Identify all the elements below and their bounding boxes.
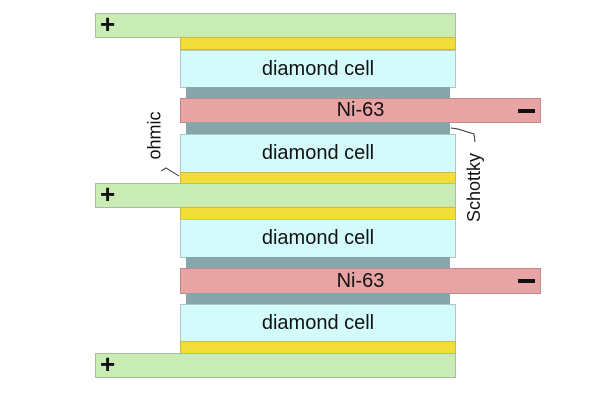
ohmic-label: ohmic [144, 111, 165, 160]
schottky-contact-layer [186, 87, 450, 99]
diamond-cell-4: diamond cell [180, 304, 456, 342]
minus-sign [518, 279, 535, 283]
plus-sign: + [100, 179, 116, 209]
ni63-source-1: Ni-63 [180, 98, 541, 123]
diamond-cell-2: diamond cell [180, 134, 456, 173]
minus-sign [518, 108, 535, 113]
diamond-cell-label: diamond cell [261, 57, 375, 80]
ohmic-contact-layer [180, 37, 456, 50]
positive-electrode-3: + [95, 349, 456, 379]
ohmic-leader-line [160, 167, 180, 177]
plus-sign: + [100, 349, 116, 379]
plus-sign: + [100, 9, 116, 39]
ni63-source-2: Ni-63 [180, 268, 541, 294]
schottky-contact-layer [186, 293, 450, 305]
schottky-contact-layer [186, 257, 450, 269]
schottky-contact-layer [186, 122, 450, 134]
positive-electrode-1: + [95, 9, 456, 39]
schottky-label: Schottky [464, 152, 485, 223]
diamond-cell-label: diamond cell [261, 227, 375, 249]
ni63-label: Ni-63 [336, 99, 385, 121]
diamond-cell-3: diamond cell [180, 219, 456, 258]
ni63-label: Ni-63 [336, 269, 385, 292]
diamond-cell-label: diamond cell [261, 311, 375, 334]
diamond-cell-label: diamond cell [261, 142, 375, 164]
schottky-leader-line [450, 127, 476, 143]
